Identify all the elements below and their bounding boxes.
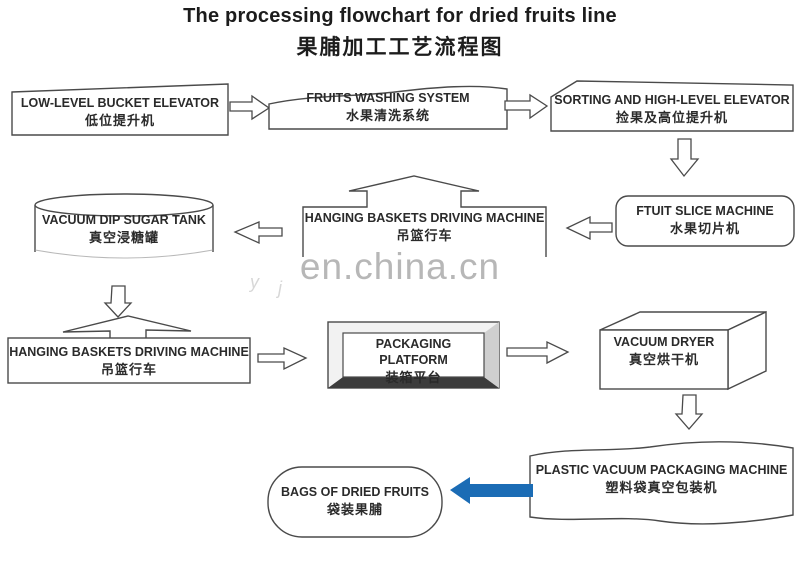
sorting-high-level-elevator-box [550,80,794,132]
node-text-en: FTUIT SLICE MACHINE [636,204,774,218]
vacuum-dryer-label: VACUUM DRYER 真空烘干机 [600,334,728,368]
packaging-platform-bevel-right [484,322,499,388]
low-level-bucket-elevator-label: LOW-LEVEL BUCKET ELEVATOR 低位提升机 [12,95,228,129]
arrow-washing-to-sorting-icon [504,93,549,120]
node-text-zh: 真空浸糖罐 [88,230,159,245]
node-text-zh: 水果切片机 [669,221,740,236]
hanging-baskets-2-box [7,337,251,384]
node-text-en: PLASTIC VACUUM PACKAGING MACHINE [535,463,788,477]
node-text-zh: 捡果及高位提升机 [615,110,728,125]
arrow-slice-to-hanging1-icon [565,215,613,241]
low-level-bucket-elevator-box [11,83,229,136]
bags-of-dried-fruits-terminator [267,466,443,538]
watermark-artifact-left: y [250,272,259,292]
fruit-slice-machine-label: FTUIT SLICE MACHINE 水果切片机 [616,203,794,237]
arrow-hanging2-to-packaging-icon [257,346,308,371]
hanging-baskets-2-up-arrow [62,315,192,338]
node-text-zh: 袋装果脯 [326,502,383,517]
watermark-artifact-right: j [278,278,282,298]
plastic-vacuum-packaging-machine-label: PLASTIC VACUUM PACKAGING MACHINE 塑料袋真空包装… [530,462,793,496]
packaging-platform-label: PACKAGING PLATFORM 装箱平台 [343,336,484,386]
fruit-slice-machine-box [615,195,795,247]
vacuum-dip-sugar-tank-top [34,193,214,217]
hanging-baskets-1-label: HANGING BASKETS DRIVING MACHINE 吊篮行车 [303,210,546,244]
node-text-en: HANGING BASKETS DRIVING MACHINE [9,345,249,359]
arrow-hanging1-to-tank-icon [233,221,283,245]
vacuum-dip-sugar-tank-bottom-arc [34,249,214,259]
page-title-chinese: 果脯加工工艺流程图 [296,36,504,59]
arrow-sorting-to-slice-icon [669,138,700,178]
node-text-zh: 塑料袋真空包装机 [605,480,718,495]
plastic-vacuum-packaging-machine-flag [529,441,794,525]
hanging-baskets-2-label: HANGING BASKETS DRIVING MACHINE 吊篮行车 [8,344,250,378]
page-title-english: The processing flowchart for dried fruit… [183,5,617,27]
watermark-text: en.china.cn [299,246,501,287]
node-text-zh: 吊篮行车 [396,228,453,243]
node-text-zh: 吊篮行车 [100,362,157,377]
bags-of-dried-fruits-label: BAGS OF DRIED FRUITS 袋装果脯 [268,484,442,518]
arrow-packaging-to-dryer-icon [506,340,570,365]
arrow-packer-to-bags-icon [450,477,533,504]
node-text-en: HANGING BASKETS DRIVING MACHINE [304,211,545,225]
arrow-tank-down-icon [103,285,133,318]
packaging-platform-inner-face [342,332,485,378]
sorting-high-level-elevator-label: SORTING AND HIGH-LEVEL ELEVATOR 捡果及高位提升机 [551,92,793,126]
node-text-zh: 低位提升机 [84,113,155,128]
node-text-en: VACUUM DRYER [613,335,715,349]
fruits-washing-system-label: FRUITS WASHING SYSTEM 水果清洗系统 [269,90,507,124]
node-text-en: FRUITS WASHING SYSTEM [306,91,470,105]
node-text-en: BAGS OF DRIED FRUITS [281,485,429,499]
hanging-baskets-1-box [302,175,547,257]
fruits-washing-system-box [268,85,508,130]
node-text-zh: 装箱平台 [385,370,442,385]
node-text-en: PACKAGING PLATFORM [375,337,452,367]
node-text-en: VACUUM DIP SUGAR TANK [42,213,206,227]
node-text-zh: 真空烘干机 [628,352,699,367]
packaging-platform-bevel-bottom [328,377,499,388]
node-text-zh: 水果清洗系统 [345,108,430,123]
vacuum-dip-sugar-tank-label: VACUUM DIP SUGAR TANK 真空浸糖罐 [35,212,213,246]
node-text-en: LOW-LEVEL BUCKET ELEVATOR [20,96,220,110]
arrow-dryer-down-icon [674,394,704,430]
vacuum-dryer-front-face [599,329,729,390]
arrow-elevator-to-washing-icon [229,94,271,121]
node-text-en: SORTING AND HIGH-LEVEL ELEVATOR [554,93,790,107]
